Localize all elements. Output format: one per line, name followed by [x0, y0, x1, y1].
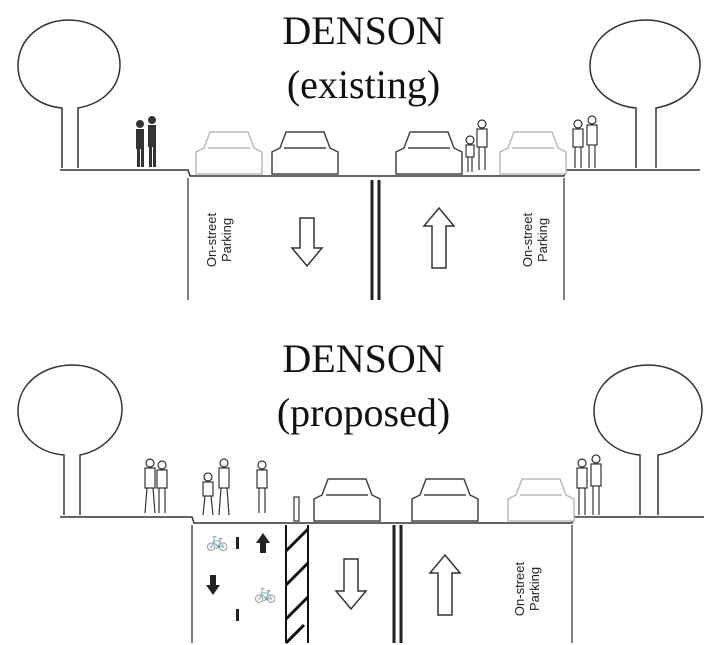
pedestrian-icon: [465, 119, 488, 172]
title-proposed-status: (proposed): [276, 390, 451, 435]
pedestrian-icon: [144, 458, 168, 514]
tree-icon: [589, 19, 701, 168]
parking-label-right: On-street Parking: [520, 213, 550, 268]
parked-car-icon: [507, 478, 575, 522]
title-proposed-name: DENSON: [282, 336, 445, 381]
bollard: [293, 496, 300, 522]
southbound-arrow-icon: [334, 558, 368, 611]
southbound-arrow-icon: [290, 217, 324, 268]
pedestrian-icon: [572, 115, 598, 168]
title-existing-status: (existing): [286, 62, 441, 107]
pedestrian-icon: [576, 454, 602, 515]
ground-line: [60, 516, 704, 524]
center-double-line: [392, 525, 403, 643]
parking-label-left: On-street Parking: [204, 213, 234, 268]
tree-icon: [593, 364, 703, 515]
bicycle-icon: 🚲: [206, 531, 228, 552]
parked-car-icon: [195, 131, 263, 175]
svg-text:Parking: Parking: [219, 218, 234, 262]
svg-text:Parking: Parking: [527, 567, 542, 611]
tree-icon: [17, 19, 121, 168]
pedestrian-icon: [202, 458, 230, 516]
svg-text:On-street: On-street: [520, 213, 535, 268]
cyclist-icon: [256, 460, 268, 513]
car-icon: [411, 478, 479, 522]
car-icon: [313, 478, 381, 522]
center-double-line: [370, 180, 381, 300]
bike-lane-symbols: 🚲 🚲: [206, 531, 276, 621]
parked-car-icon: [499, 131, 567, 175]
tree-icon: [17, 364, 123, 515]
northbound-arrow-icon: [422, 206, 456, 269]
svg-text:On-street: On-street: [512, 562, 527, 617]
svg-text:On-street: On-street: [204, 213, 219, 268]
ground-line: [60, 169, 700, 177]
proposed-cross-section: 🚲 🚲 On-street Parking: [17, 364, 704, 645]
parking-label-right: On-street Parking: [512, 562, 542, 617]
northbound-arrow-icon: [428, 553, 462, 616]
bicycle-icon: 🚲: [254, 583, 276, 604]
pedestrian-icon: [136, 116, 156, 167]
bike-buffer-hatch: [284, 525, 310, 645]
car-icon: [395, 131, 463, 175]
existing-cross-section: On-street Parking On-street Parking: [17, 19, 701, 300]
svg-text:Parking: Parking: [535, 218, 550, 262]
car-icon: [271, 131, 339, 175]
title-existing-name: DENSON: [282, 8, 445, 53]
